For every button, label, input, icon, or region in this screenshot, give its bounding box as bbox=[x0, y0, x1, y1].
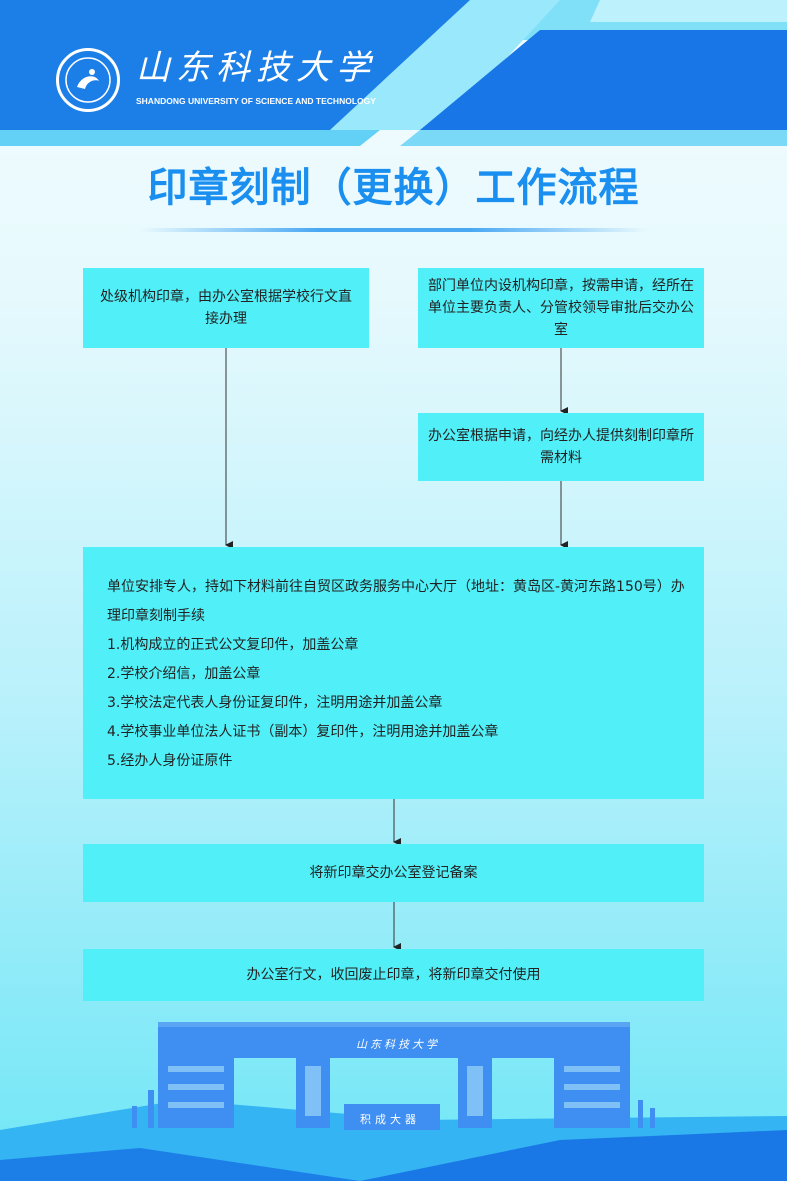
procedure-intro: 单位安排专人，持如下材料前往自贸区政务服务中心大厅（地址：黄岛区-黄河东路150… bbox=[107, 579, 685, 624]
gate-plaque-text: 积成大器 bbox=[360, 1113, 420, 1126]
flow-box-department-seal: 部门单位内设机构印章，按需申请，经所在单位主要负责人、分管校领导审批后交办公室 bbox=[418, 268, 704, 348]
gate-top-beam bbox=[158, 1026, 630, 1058]
title-underline bbox=[140, 228, 648, 232]
flow-box-engraving-procedure: 单位安排专人，持如下材料前往自贸区政务服务中心大厅（地址：黄岛区-黄河东路150… bbox=[83, 547, 704, 799]
university-logo-seal bbox=[56, 48, 120, 112]
university-name-calligraphy: 山东科技大学 bbox=[136, 48, 376, 88]
flow-box-department-seal-text: 部门单位内设机构印章，按需申请，经所在单位主要负责人、分管校领导审批后交办公室 bbox=[428, 278, 694, 338]
procedure-item: 5.经办人身份证原件 bbox=[107, 753, 233, 769]
procedure-item: 4.学校事业单位法人证书（副本）复印件，注明用途并加盖公章 bbox=[107, 724, 499, 740]
flow-box-division-seal: 处级机构印章，由办公室根据学校行文直接办理 bbox=[83, 268, 369, 348]
header-band-highlight bbox=[590, 0, 787, 22]
flow-box-register-seal-text: 将新印章交办公室登记备案 bbox=[309, 865, 478, 881]
header-band-right bbox=[420, 30, 787, 130]
header-underline-right bbox=[400, 130, 787, 146]
flow-box-office-materials: 办公室根据申请，向经办人提供刻制印章所需材料 bbox=[418, 413, 704, 481]
flow-box-deliver-seal: 办公室行文，收回废止印章，将新印章交付使用 bbox=[83, 949, 704, 1001]
header-underline-left bbox=[0, 130, 380, 146]
procedure-item: 2.学校介绍信，加盖公章 bbox=[107, 666, 261, 682]
gate-inscription: 山东科技大学 bbox=[356, 1038, 440, 1051]
procedure-item: 1.机构成立的正式公文复印件，加盖公章 bbox=[107, 637, 359, 653]
gate-plaque-block bbox=[344, 1104, 440, 1130]
procedure-item: 3.学校法定代表人身份证复印件，注明用途并加盖公章 bbox=[107, 695, 443, 711]
footer-band-right bbox=[360, 1130, 787, 1181]
flow-box-office-materials-text: 办公室根据申请，向经办人提供刻制印章所需材料 bbox=[428, 428, 694, 466]
header-band-stripe bbox=[330, 0, 560, 130]
page-title: 印章刻制（更换）工作流程 bbox=[147, 165, 640, 211]
flow-box-deliver-seal-text: 办公室行文，收回废止印章，将新印章交付使用 bbox=[246, 967, 541, 983]
flow-box-register-seal: 将新印章交办公室登记备案 bbox=[83, 844, 704, 902]
flow-box-division-seal-text: 处级机构印章，由办公室根据学校行文直接办理 bbox=[100, 289, 352, 327]
university-name-english: SHANDONG UNIVERSITY OF SCIENCE AND TECHN… bbox=[136, 96, 376, 106]
logo-emblem-icon bbox=[65, 57, 111, 103]
footer-band-left bbox=[0, 1148, 360, 1181]
